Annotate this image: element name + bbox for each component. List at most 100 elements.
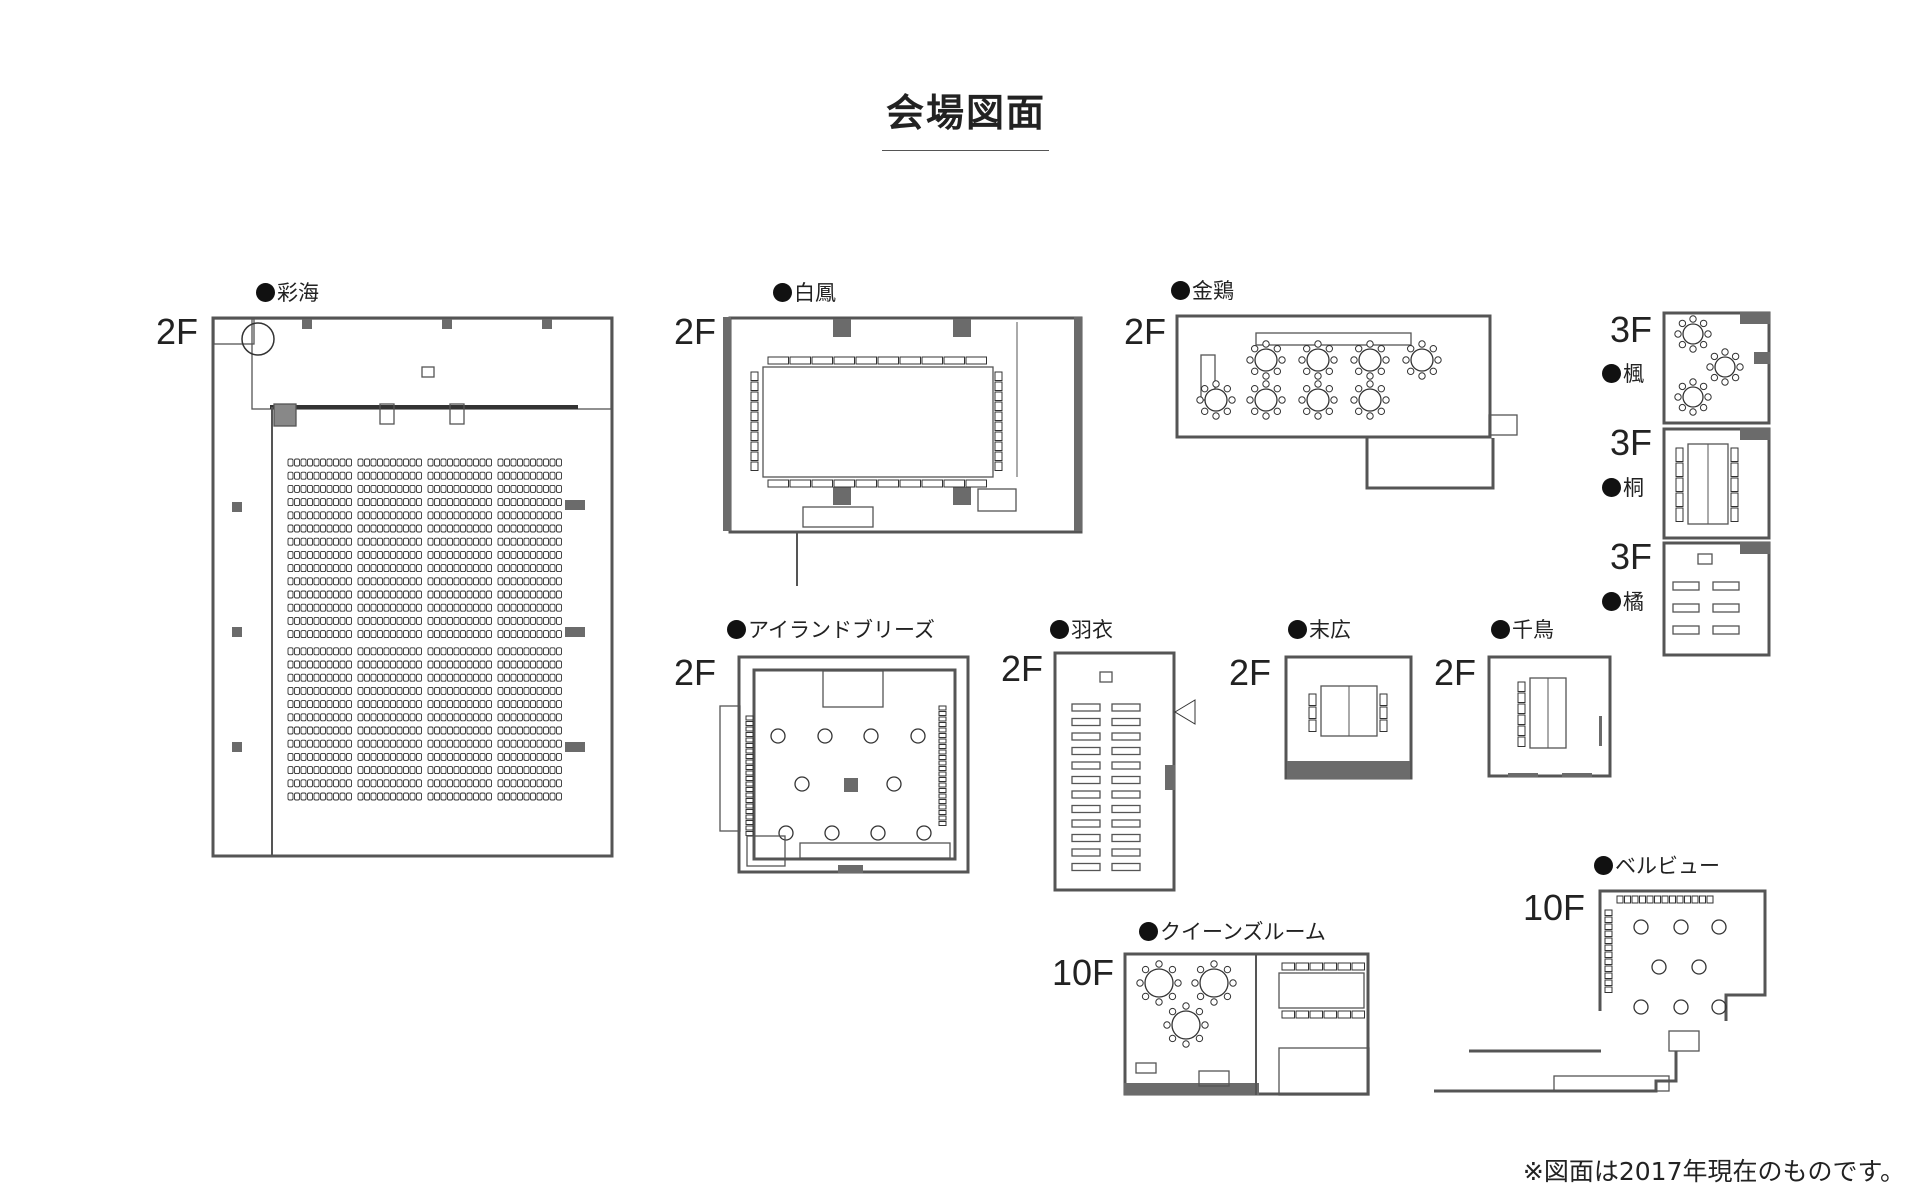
column — [232, 502, 242, 512]
chair — [1691, 895, 1699, 904]
round-table — [1136, 960, 1182, 1006]
floor-plan — [1662, 427, 1771, 540]
chair — [1517, 681, 1526, 692]
room-label: 千鳥 — [1491, 614, 1554, 644]
wall — [737, 655, 970, 874]
fan-icon — [241, 322, 275, 356]
chair — [938, 821, 947, 826]
chair — [938, 755, 947, 760]
column — [723, 317, 731, 531]
chair — [767, 479, 789, 488]
chair — [994, 381, 1003, 391]
chair — [1675, 462, 1684, 477]
chair — [750, 371, 759, 381]
chair — [745, 831, 754, 836]
chair — [1309, 1010, 1323, 1019]
chair — [1675, 447, 1684, 462]
column — [833, 319, 851, 337]
bullet-icon — [727, 619, 746, 639]
chair — [1604, 986, 1613, 993]
room-label: 末広 — [1288, 614, 1351, 644]
chair — [938, 760, 947, 766]
chair — [1669, 895, 1676, 904]
column — [953, 487, 971, 505]
chair — [745, 787, 754, 792]
chair — [1604, 951, 1613, 958]
floor-level: 10F — [1052, 952, 1115, 993]
table — [817, 728, 833, 744]
floor-plan — [1662, 311, 1771, 425]
chair — [750, 401, 759, 411]
floor-plan — [211, 316, 614, 858]
chair — [1654, 895, 1661, 904]
round-table — [1350, 380, 1390, 420]
chair — [745, 781, 754, 787]
chair — [1517, 725, 1526, 736]
chair — [750, 441, 759, 451]
chair — [750, 431, 759, 441]
chair — [1604, 958, 1613, 965]
room-label: 桐 — [1602, 472, 1644, 502]
bullet-icon — [1491, 619, 1510, 639]
column — [232, 742, 242, 752]
round-table — [1674, 315, 1712, 353]
chair — [938, 815, 947, 821]
wall — [1053, 651, 1176, 892]
floor-plan — [1123, 952, 1370, 1096]
chair — [745, 803, 754, 809]
footer-note: ※図面は2017年現在のものです。 — [1522, 1157, 1905, 1186]
head-table — [762, 366, 994, 478]
wall — [752, 668, 957, 861]
table — [1673, 919, 1689, 935]
chair — [1351, 1010, 1365, 1019]
floor-plan — [1175, 314, 1518, 490]
room-name: 金鶏 — [1192, 279, 1234, 303]
chair — [1281, 962, 1295, 971]
column — [1508, 773, 1538, 777]
chair — [1730, 477, 1739, 492]
column — [953, 319, 971, 337]
chair — [938, 744, 947, 749]
chair — [745, 798, 754, 803]
chair — [1308, 706, 1317, 719]
column — [232, 627, 242, 637]
chair — [745, 732, 754, 737]
room-name: 橘 — [1623, 590, 1644, 614]
chair — [745, 825, 754, 831]
chair — [1379, 719, 1388, 732]
room-name: アイランドブリーズ — [748, 618, 935, 642]
room-name: ベルビュー — [1615, 854, 1720, 878]
column — [838, 865, 863, 873]
column — [1740, 428, 1770, 440]
chair — [1604, 979, 1613, 986]
stairs — [273, 403, 297, 427]
chair — [1308, 719, 1317, 732]
bullet-icon — [256, 282, 275, 302]
chair — [1616, 895, 1624, 904]
chair — [938, 782, 947, 788]
room-label: 楓 — [1602, 358, 1644, 388]
chair — [1308, 693, 1317, 706]
table — [1711, 919, 1727, 935]
chair — [1675, 492, 1684, 507]
chair — [994, 441, 1003, 451]
chair — [745, 809, 754, 814]
chair — [855, 356, 877, 365]
chair — [921, 479, 943, 488]
round-table — [1402, 340, 1442, 380]
chair — [745, 715, 754, 721]
chair — [994, 421, 1003, 431]
floor-level: 2F — [1124, 311, 1167, 352]
chair — [750, 461, 759, 471]
chair — [1675, 507, 1684, 522]
chair — [750, 381, 759, 391]
chair — [965, 356, 987, 365]
room-label: 橘 — [1602, 586, 1644, 616]
table — [1673, 999, 1689, 1015]
chair — [1706, 895, 1714, 904]
column — [1124, 1083, 1259, 1095]
chair — [994, 371, 1003, 381]
chair — [750, 411, 759, 421]
table — [824, 825, 840, 841]
table — [1711, 999, 1727, 1015]
